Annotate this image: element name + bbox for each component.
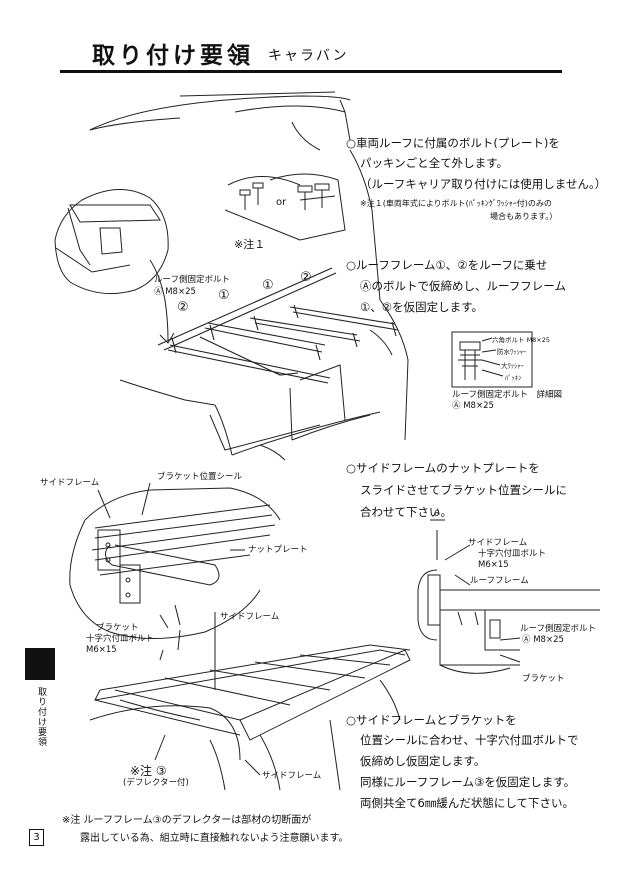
step4-line3: 仮締めし仮固定します。	[360, 754, 486, 768]
fig4-side-frame-top: サイドフレーム	[220, 612, 280, 622]
step3-line1: ○サイドフレームのナットプレートを	[346, 461, 540, 475]
page-number: 3	[29, 829, 44, 846]
step1-line3: （ルーフキャリア取り付けには使用しません。）	[360, 177, 607, 191]
frame-1-marker-right: ①	[262, 278, 274, 293]
step1-line2: パッキンごと全て外します。	[360, 156, 509, 170]
fig2-bracket-seal: ブラケット位置シール	[157, 472, 243, 482]
detail-packing: ﾊﾟｯｷﾝ	[505, 374, 522, 382]
fig3-bracket: ブラケット	[522, 674, 565, 684]
step1-note-line1: ※注１(車両年式によりボルト(ﾊﾟｯｷﾝｸﾞﾜｯｼｬｰ付)のみの	[360, 199, 552, 208]
zoom-circle-fig1	[54, 189, 175, 344]
detail-big-washer: 大ﾜｯｼｬｰ	[501, 362, 524, 370]
cross-section-figure	[417, 519, 600, 674]
roof-frames-fig1	[157, 267, 399, 384]
step4-line2: 位置シールに合わせ、十字穴付皿ボルトで	[360, 733, 579, 747]
roof-bolt-parts-illustration	[224, 173, 346, 241]
step4-line4: 同様にルーフフレーム③を仮固定します。	[360, 775, 576, 789]
step2-line1: ○ルーフフレーム①、②をルーフに乗せ	[346, 258, 548, 272]
roof-bolt-label: ルーフ側固定ボルト	[154, 275, 230, 285]
frame-2-marker-right: ②	[300, 270, 312, 285]
frame-1-marker-left: ①	[218, 288, 230, 303]
step4-line5: 両側共全て6㎜緩んだ状態にして下さい。	[360, 796, 574, 810]
fig2-bracket: ブラケット	[96, 623, 139, 633]
fig3-roof-bolt: ルーフ側固定ボルト	[520, 624, 596, 634]
fig3-screw: 十字穴付皿ボルト	[478, 549, 547, 559]
fig4-deflector: (デフレクター付)	[123, 778, 189, 788]
detail-bolt-figure	[451, 331, 533, 388]
title-rule	[60, 70, 562, 73]
fig4-side-frame-bottom: サイドフレーム	[262, 771, 322, 781]
bracket-zoom-figure	[69, 482, 281, 661]
step3-line3: 合わせて下さい。	[360, 505, 452, 519]
or-label: or	[276, 197, 287, 208]
detail-hex-bolt: 六角ボルト M8×25	[492, 336, 551, 344]
footnote-line2: 露出している為、組立時に直接触れないよう注意願います。	[80, 833, 349, 844]
fig3-roof-bolt-spec: Ⓐ M8×25	[522, 635, 564, 645]
frame-2-marker-left: ②	[177, 300, 189, 315]
step4-line1: ○サイドフレームとブラケットを	[346, 713, 517, 727]
van-carrier-figure	[89, 612, 411, 791]
section-tab	[25, 648, 55, 680]
detail-caption-spec: Ⓐ M8×25	[452, 401, 494, 411]
detail-caption: ルーフ側固定ボルト 詳細図	[452, 390, 562, 400]
fig2-nut-plate: ナットプレート	[248, 545, 308, 555]
step2-line2: Ⓐのボルトで仮締めし、ルーフフレーム	[360, 279, 566, 293]
fig2-screw: 十字穴付皿ボルト	[86, 634, 155, 644]
step1-line1: ○車両ルーフに付属のボルト(プレート)を	[346, 136, 560, 150]
roof-bolt-spec: Ⓐ M8×25	[154, 287, 196, 297]
fig2-side-frame: サイドフレーム	[40, 478, 100, 488]
fig3-dim: 6	[434, 509, 440, 518]
footnote-line1: ※注 ルーフフレーム③のデフレクターは部材の切断面が	[62, 815, 312, 826]
fig3-side-frame: サイドフレーム	[468, 538, 528, 548]
section-tab-label: 取り付け要領	[36, 687, 46, 747]
van-roof-illustration	[89, 91, 409, 461]
step3-line2: スライドさせてブラケット位置シールに	[360, 483, 567, 497]
page-title: 取り付け要領	[92, 43, 254, 69]
page-subtitle: キャラバン	[268, 48, 349, 64]
fig3-screw-spec: M6×15	[478, 560, 509, 570]
step1-note-line2: 場合もあります。）	[490, 212, 558, 221]
note1-ref: ※注１	[234, 238, 266, 251]
fig2-screw-spec: M6×15	[86, 645, 117, 655]
step2-line3: ①、②を仮固定します。	[360, 300, 483, 314]
fig4-note3: ※注 ③	[130, 764, 167, 778]
fig3-roof-frame: ルーフフレーム	[470, 576, 529, 586]
detail-waterproof-washer: 防水ﾜｯｼｬｰ	[497, 348, 527, 356]
